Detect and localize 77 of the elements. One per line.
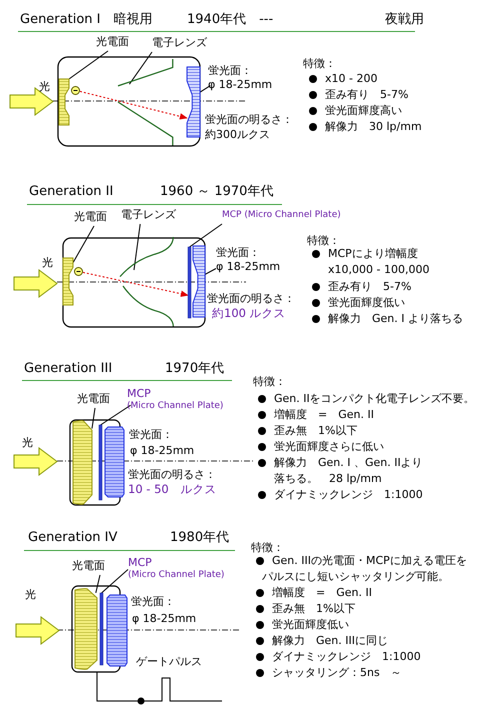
callout-label: φ 18-25mm <box>216 260 282 274</box>
callout-label: MCP <box>128 556 153 570</box>
text-label: 光 <box>42 255 53 270</box>
text-label: 蛍光面： <box>131 594 175 609</box>
leader-line <box>101 569 128 594</box>
electron-path-arrow <box>82 272 189 297</box>
section-heading: Generation II <box>29 184 114 200</box>
section-heading: 1940年代 --- <box>187 12 274 28</box>
feature-item: 歪み有り 5-7% <box>325 87 408 103</box>
feature-item: 増幅度 = Gen. II <box>274 407 374 423</box>
text-label: 光 <box>39 79 50 94</box>
feature-item: 蛍光面輝度低い <box>272 617 349 633</box>
feature-item: 解像力 Gen. IIIに同じ <box>272 633 388 649</box>
leader-line <box>200 85 211 93</box>
callout-label: φ 18-25mm <box>208 78 274 92</box>
text-label: φ 18-25mm <box>132 611 196 626</box>
feature-item: ダイナミックレンジ 1:1000 <box>272 649 421 665</box>
section-heading: 1980年代 <box>170 530 230 546</box>
leader-line <box>189 224 222 248</box>
electron-path-arrow <box>80 90 188 120</box>
text-label: 特徴： <box>307 233 340 248</box>
feature-item: シャッタリング：5ns ～ <box>272 665 402 681</box>
text-label: 光 <box>22 435 33 450</box>
brightness-value: 約100 ルクス <box>212 306 286 321</box>
text-label: 特徴： <box>251 540 284 555</box>
leader-line <box>128 52 152 85</box>
feature-item: 蛍光面輝度低い <box>328 295 405 311</box>
callout-label: (Micro Channel Plate) <box>127 401 224 412</box>
feature-item: 歪み無 1%以下 <box>274 423 358 439</box>
feature-item: x10 - 200 <box>325 71 378 87</box>
feature-item: 増幅度 = Gen. II <box>272 585 372 601</box>
callout-label: 蛍光面： <box>208 64 253 78</box>
feature-item: Gen. IIをコンパクト化電子レンズ不要。 <box>274 391 475 407</box>
section-heading: 1970年代 <box>165 361 224 377</box>
callout-label: 光電面 <box>77 392 111 406</box>
section-heading: 夜戦用 <box>385 12 424 28</box>
leader-line <box>134 224 141 270</box>
text-label: 蛍光面の明るさ： <box>128 467 216 482</box>
brightness-value: 10 - 50 ルクス <box>128 482 217 497</box>
feature-item: MCPにより増幅度 x10,000 - 100,000 <box>328 246 430 278</box>
callout-label: 電子レンズ <box>152 36 208 50</box>
feature-item: 歪み無 1%以下 <box>272 601 356 617</box>
text-label: 約300ルクス <box>205 127 270 142</box>
callout-label: 蛍光面： <box>216 246 261 260</box>
feature-item: 解像力 30 lp/mm <box>325 119 422 135</box>
feature-item: ダイナミックレンジ 1:1000 <box>274 487 423 503</box>
callout-label: 光電面 <box>72 559 106 573</box>
feature-item: Gen. IIIの光電面・MCPに加える電圧をパルスにし短いシャッタリング可能。 <box>262 553 468 585</box>
text-label: 特徴： <box>253 374 286 389</box>
feature-item: 歪み有り 5-7% <box>328 279 412 295</box>
feature-item: 解像力 Gen. I 、Gen. IIより落ちる。 28 lp/mm <box>274 455 424 487</box>
feature-item: 蛍光面輝度高い <box>325 103 402 119</box>
section-heading: Generation I 暗視用 <box>20 12 152 28</box>
leader-line <box>100 404 132 426</box>
leader-line <box>204 268 216 275</box>
leader-line <box>72 226 94 264</box>
text-label: 蛍光面： <box>129 427 173 442</box>
text-label: φ 18-25mm <box>130 443 194 458</box>
section-heading: 1960 ～ 1970年代 <box>160 184 274 200</box>
section-heading: Generation III <box>24 361 112 377</box>
callout-label: 光電面 <box>96 35 130 49</box>
text-label: 蛍光面の明るさ： <box>205 112 293 127</box>
leader-line <box>68 50 108 80</box>
feature-item: 蛍光面輝度さらに低い <box>274 439 384 455</box>
text-label: 光 <box>25 587 36 602</box>
callout-label: 電子レンズ <box>121 208 177 222</box>
text-label: ゲートパルス <box>136 654 202 669</box>
section-heading: Generation IV <box>28 530 118 546</box>
callout-label: MCP <box>127 387 152 401</box>
text-label: 蛍光面の明るさ： <box>207 291 295 306</box>
feature-item: 解像力 Gen. I より落ちる <box>328 311 463 327</box>
callout-label: 光電面 <box>74 210 108 224</box>
leader-line <box>92 408 96 429</box>
callout-label: (Micro Channel Plate) <box>128 570 226 581</box>
callout-label: MCP (Micro Channel Plate) <box>222 210 342 221</box>
text-label: 特徴： <box>303 56 336 71</box>
leader-line <box>95 574 100 594</box>
